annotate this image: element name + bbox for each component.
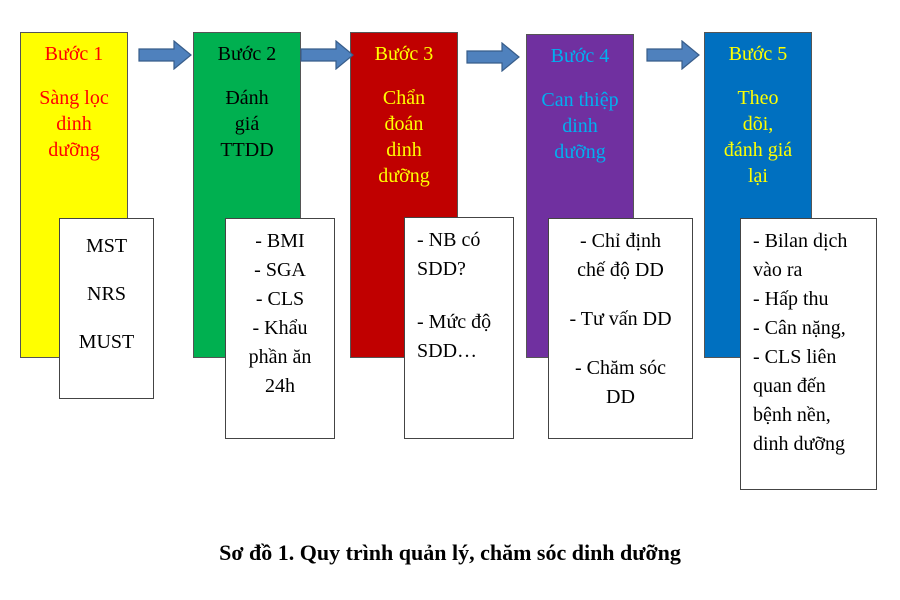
step-4-desc-line: dinh [562,115,598,137]
step-4-detail-box: - Chỉ định chế độ DD - Tư vấn DD - Chăm … [548,218,693,439]
step-3-desc-line: Chẩn [382,87,426,109]
step-4-desc-line: Can thiệp [541,89,619,111]
detail-line: SDD… [417,340,478,362]
detail-line: vào ra [753,259,803,281]
step-1-description: Sàng lọc dinh dưỡng [21,85,127,163]
detail-line: - Tư vấn DD [569,308,672,330]
detail-line: - Khẩu [252,317,308,339]
arrow-right-icon [300,40,354,70]
arrow-right-icon [138,40,192,70]
step-4-description: Can thiệp dinh dưỡng [527,87,633,165]
step-3-desc-line: dưỡng [378,165,430,187]
arrow-right-icon [646,40,700,70]
step-5-detail-box: - Bilan dịch vào ra - Hấp thu - Cân nặng… [740,218,877,490]
step-1-detail-box: MST NRS MUST [59,218,154,399]
detail-line: - CLS liên [753,346,837,368]
detail-line: - Chăm sóc [574,357,667,379]
detail-line: bệnh nền, [753,404,831,426]
arrow-right-icon [466,42,520,72]
step-4-desc-line: dưỡng [554,141,606,163]
step-1-desc-line: dinh [56,113,92,135]
step-5-description: Theo dõi, đánh giá lại [705,85,811,189]
step-3-desc-line: dinh [386,139,422,161]
detail-line: - SGA [254,259,306,281]
detail-line: quan đến [753,375,826,397]
step-2-desc-line: TTDD [220,139,274,161]
step-5-desc-line: lại [748,165,768,187]
step-2-detail-box: - BMI - SGA - CLS - Khẩu phần ăn 24h [225,218,335,439]
step-3-title: Bước 3 [374,43,434,65]
step-1-desc-line: dưỡng [48,139,100,161]
step-2-title: Bước 2 [217,43,277,65]
step-5-desc-line: đánh giá [723,139,793,161]
detail-line: - CLS [255,288,305,310]
step-5-title: Bước 5 [728,43,788,65]
detail-line: - Bilan dịch [753,230,848,252]
step-5-desc-line: Theo [737,87,779,109]
detail-line: - Cân nặng, [753,317,846,339]
detail-line: - Mức độ [417,311,492,333]
detail-line: - BMI [255,230,305,252]
detail-line: MUST [78,331,135,353]
step-3-detail-box: - NB có SDD? - Mức độ SDD… [404,217,514,439]
step-1-desc-line: Sàng lọc [39,87,109,109]
step-3-desc-line: đoán [384,113,424,135]
detail-line: SDD? [417,258,466,280]
step-1-title: Bước 1 [44,43,104,65]
detail-line: NRS [87,283,126,305]
detail-line: - Chỉ định [579,230,662,252]
step-4-title: Bước 4 [550,45,610,67]
diagram-caption: Sơ đồ 1. Quy trình quản lý, chăm sóc din… [219,540,681,565]
detail-line: chế độ DD [577,259,664,281]
detail-line: - NB có [417,229,481,251]
step-2-desc-line: giá [234,113,260,135]
step-2-description: Đánh giá TTDD [194,85,300,163]
detail-line: MST [85,235,128,257]
detail-line: 24h [265,375,295,397]
step-2-desc-line: Đánh [225,87,269,109]
detail-line: DD [606,386,635,408]
detail-line: dinh dưỡng [753,433,845,455]
step-5-desc-line: dõi, [742,113,774,135]
detail-line: phần ăn [248,346,312,368]
detail-line: - Hấp thu [753,288,829,310]
step-3-description: Chẩn đoán dinh dưỡng [351,85,457,189]
